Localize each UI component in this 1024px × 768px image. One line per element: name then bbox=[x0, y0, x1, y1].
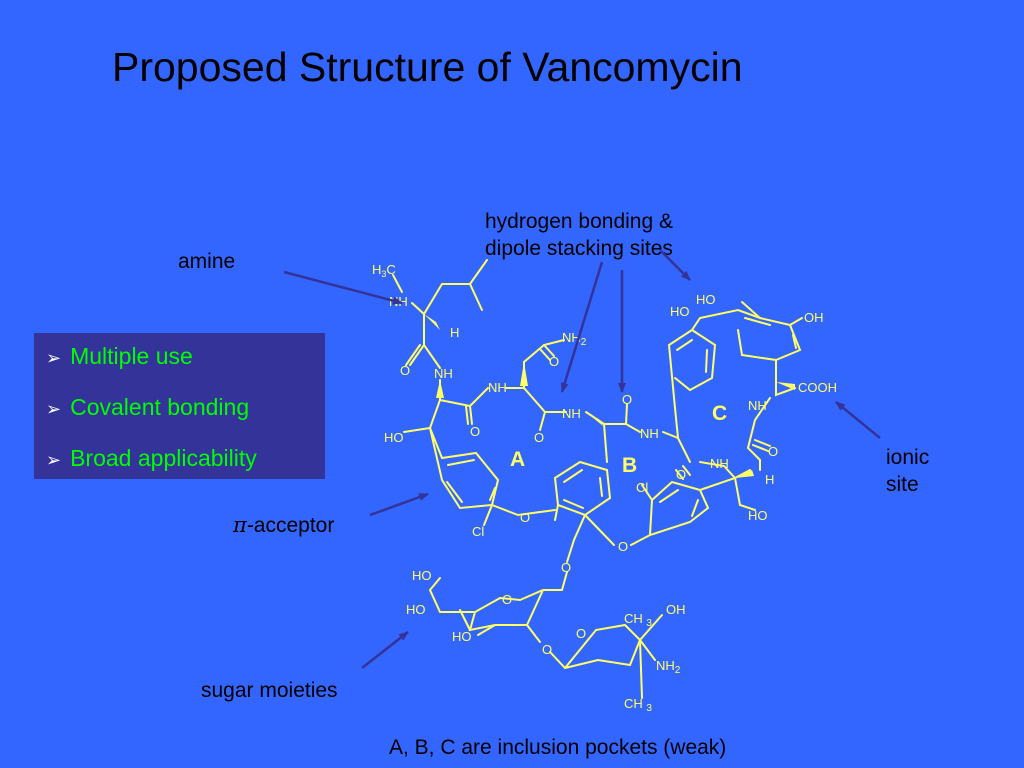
atom-o: O bbox=[676, 467, 686, 482]
hbond-arrow-right bbox=[659, 249, 691, 281]
pocket-b-label: B bbox=[622, 454, 637, 477]
arrow-bullet-icon: ➢ bbox=[46, 399, 62, 419]
pi-acceptor-label: π-acceptor bbox=[233, 513, 335, 537]
atom-cl: Cl bbox=[472, 524, 484, 539]
amine-label: amine bbox=[178, 250, 236, 273]
atom-oh: OH bbox=[666, 602, 686, 617]
atom-labels: H3C NH H O NH NH HO O Cl O NH2 O NH O O … bbox=[372, 262, 837, 714]
atom-nh: NH bbox=[562, 406, 581, 421]
atom-h: H bbox=[765, 472, 774, 487]
atom-o: O bbox=[470, 424, 480, 439]
atom-cooh: COOH bbox=[798, 380, 837, 395]
atom-h3c: H3C bbox=[372, 262, 396, 279]
bonds bbox=[392, 259, 803, 699]
sugar-moieties-label: sugar moieties bbox=[201, 679, 338, 702]
atom-o: O bbox=[561, 560, 571, 575]
bullet-item: ➢Covalent bonding bbox=[46, 394, 250, 420]
bullet-box: ➢Multiple use ➢Covalent bonding ➢Broad a… bbox=[34, 333, 325, 479]
arrow-bullet-icon: ➢ bbox=[46, 348, 62, 368]
atom-ho: HO bbox=[412, 568, 432, 583]
atom-o: O bbox=[534, 430, 544, 445]
atom-ho: HO bbox=[696, 292, 716, 307]
hbond-arrow-left bbox=[560, 261, 604, 393]
wedge-bonds bbox=[424, 314, 795, 478]
atom-ho: HO bbox=[452, 629, 472, 644]
atom-o: O bbox=[622, 392, 632, 407]
arrow-bullet-icon: ➢ bbox=[46, 450, 62, 470]
atom-nh: NH bbox=[748, 398, 767, 413]
amine-arrow bbox=[283, 270, 403, 305]
atom-oh: OH bbox=[804, 310, 824, 325]
atom-nh: NH bbox=[710, 456, 729, 471]
atom-nh2: NH2 bbox=[562, 330, 587, 348]
atom-ch3: CH 3 bbox=[624, 611, 652, 629]
bullet-item: ➢Multiple use bbox=[46, 343, 193, 369]
atom-o: O bbox=[502, 592, 512, 607]
sugar-arrow bbox=[361, 631, 409, 669]
ionic-site-arrow bbox=[835, 401, 881, 439]
pocket-c-label: C bbox=[712, 402, 727, 425]
ionic-site-label: ionic site bbox=[886, 446, 930, 497]
pi-acceptor-arrow bbox=[369, 492, 429, 517]
pocket-a-label: A bbox=[510, 448, 525, 471]
atom-ho: HO bbox=[406, 602, 426, 617]
atom-nh: NH bbox=[640, 426, 659, 441]
hbond-label: hydrogen bonding & dipole stacking sites bbox=[485, 210, 673, 261]
atom-o: O bbox=[520, 510, 530, 525]
atom-ho: HO bbox=[670, 304, 690, 319]
atom-o: O bbox=[542, 642, 552, 657]
atom-o: O bbox=[618, 539, 628, 554]
atom-o: O bbox=[768, 444, 778, 459]
annotation-arrows bbox=[283, 249, 881, 669]
atom-ch3: CH 3 bbox=[624, 696, 652, 714]
pockets-footnote: A, B, C are inclusion pockets (weak) bbox=[389, 736, 727, 759]
atom-o: O bbox=[549, 354, 559, 369]
atom-h: H bbox=[450, 325, 459, 340]
atom-ho: HO bbox=[748, 508, 768, 523]
atom-o: O bbox=[400, 363, 410, 378]
atom-nh2: NH2 bbox=[656, 658, 681, 676]
atom-o: O bbox=[576, 626, 586, 641]
atom-cl: Cl bbox=[636, 480, 648, 495]
atom-nh: NH bbox=[434, 366, 453, 381]
atom-ho: HO bbox=[384, 430, 404, 445]
slide-title: Proposed Structure of Vancomycin bbox=[112, 44, 743, 90]
atom-nh: NH bbox=[488, 380, 507, 395]
bullet-item: ➢Broad applicability bbox=[46, 445, 257, 471]
